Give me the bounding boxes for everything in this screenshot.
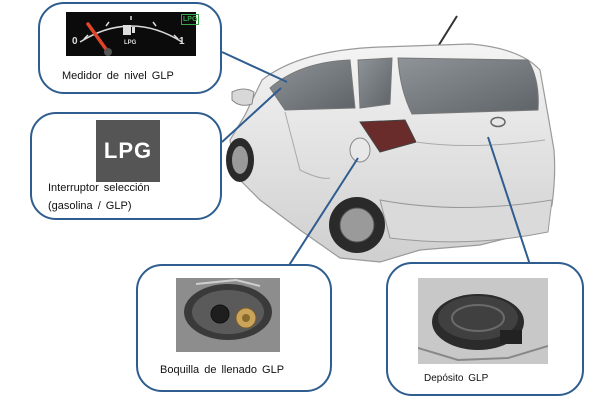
lpg-tank-image [418, 278, 548, 364]
gauge-center-label: LPG [124, 40, 137, 46]
leader-line-switch [221, 87, 282, 143]
side-window [269, 59, 356, 111]
rear-window [397, 57, 539, 115]
nozzle-caption: Boquilla de llenado GLP [160, 364, 285, 376]
callout-lpg-tank: Depósito GLP [386, 262, 584, 396]
filling-nozzle-image [176, 278, 280, 352]
tank-caption: Depósito GLP [424, 373, 489, 384]
fuel-door [349, 137, 371, 163]
gauge-needle [86, 22, 110, 54]
leader-line-tank [487, 136, 536, 281]
callout-selector-switch: LPG Interruptor selección (gasolina / GL… [30, 112, 222, 220]
gauge-lpg-badge: LPG [181, 14, 200, 25]
fuel-pump-icon [123, 25, 131, 35]
leader-line-gauge [221, 51, 288, 83]
callout-lpg-gauge: 0 1 LPG LPG Medidor de nivel GLP [38, 2, 222, 94]
switch-caption-line2: (gasolina / GLP) [48, 200, 132, 212]
front-wheel-rim [232, 146, 248, 174]
antenna [436, 15, 458, 49]
gauge-caption: Medidor de nivel GLP [62, 70, 174, 82]
switch-caption-line1: Interruptor selección [48, 182, 150, 194]
lpg-gauge-image [66, 12, 196, 56]
rear-wheel-rim [339, 207, 375, 243]
rear-bumper [379, 199, 553, 243]
rear-side-window [357, 57, 393, 109]
gauge-max-label: 1 [179, 36, 185, 47]
lpg-selector-button: LPG [96, 120, 160, 182]
side-mirror [231, 88, 255, 106]
brand-logo [490, 116, 506, 128]
callout-filling-nozzle: Boquilla de llenado GLP [136, 264, 332, 392]
gauge-min-label: 0 [72, 36, 78, 47]
door-line [284, 111, 331, 179]
tailgate-line [415, 139, 546, 147]
